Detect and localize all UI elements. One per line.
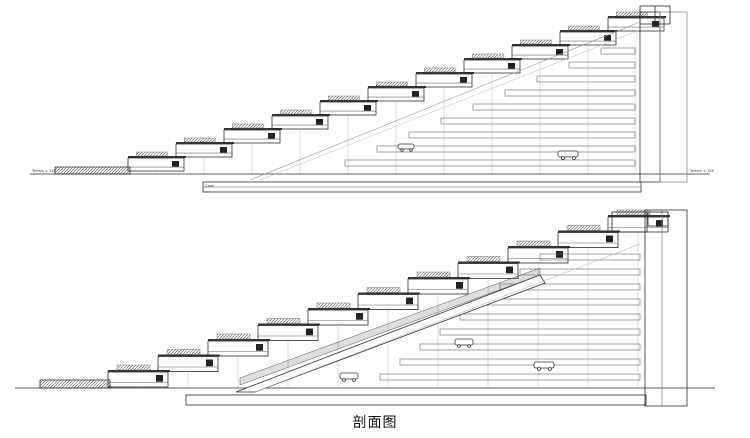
upper-window [604,35,611,41]
upper-left-mound [54,166,131,175]
upper-parking-level [440,117,636,125]
caption: 剖面图 [352,415,398,431]
upper-window [412,91,419,97]
upper-window [220,147,227,153]
lower-section [15,209,715,407]
lower-window [406,297,413,305]
upper-car-icon [557,150,579,160]
lower-car-icon-3 [339,372,359,382]
lower-stepped-terraces [107,209,670,388]
upper-ramp-line [249,21,641,181]
upper-car-icon-2 [397,143,415,152]
upper-window [460,77,467,83]
lower-parking-level [519,268,641,276]
lower-left-mound [39,379,111,389]
upper-interior [128,26,664,174]
upper-window [508,63,515,69]
upper-ground-label-left: Terrain ± 128 [31,169,56,173]
upper-stepped-terraces [127,11,666,172]
lower-parking-level [419,343,641,351]
upper-parking-level [536,75,636,83]
lower-window [156,375,163,382]
upper-window [316,119,323,125]
upper-parking-level [408,131,636,139]
lower-window [356,313,363,320]
lower-parking-level [379,373,641,381]
lower-foundation [185,394,647,406]
lower-car-icon-2 [454,338,474,348]
lower-window [556,251,563,258]
lower-parking-level [439,328,641,336]
lower-window [256,344,263,351]
lower-window [656,220,663,227]
upper-section: Terrain ± 128 Terrain ± 128 Cave [30,5,714,193]
lower-roof-box [611,211,648,233]
lower-window [506,266,513,274]
lower-interior [108,227,668,388]
upper-ground-label-right: Terrain ± 128 [689,169,714,173]
lower-ramp [235,274,546,393]
upper-basement-label: Cave [205,184,214,188]
lower-core-tower [644,209,688,407]
lower-window [606,235,613,243]
lower-parking-level [539,253,641,261]
upper-parking-level [376,145,636,153]
upper-window [364,105,371,111]
lower-car-icon [533,361,555,371]
upper-window [556,49,563,55]
lower-window [306,328,313,336]
lower-window [206,359,213,367]
lower-parking-level [479,298,641,306]
upper-parking-level [600,47,636,55]
upper-parking-level [472,103,636,111]
upper-parking-level [344,159,636,167]
upper-parking-level [568,61,636,69]
lower-window [456,282,463,289]
upper-core-tower [639,11,661,183]
lower-parking-level [459,313,641,321]
lower-parking-level [399,358,641,366]
upper-window [268,133,275,139]
lower-ramp-railing [239,267,541,386]
upper-window [172,161,179,167]
upper-parking-level [504,89,636,97]
